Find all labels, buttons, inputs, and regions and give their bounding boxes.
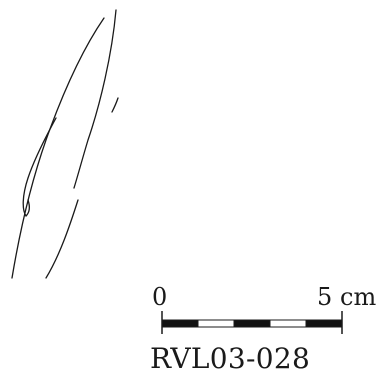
scale-end-label: 5 [317,283,333,311]
artifact-right-edge-lower [45,199,79,279]
artifact-notch [25,199,30,217]
scale-bar-segment-1 [161,319,199,328]
scale-bar-segment-3 [233,319,271,328]
scale-bar [161,311,343,334]
catalog-id-caption: RVL03-028 [150,342,311,375]
artifact-small-tick [111,97,119,113]
artifact-outline [11,9,119,279]
artifact-inner-ridge [22,117,57,217]
scale-start-label: 0 [152,283,168,311]
scale-unit-label: cm [340,283,377,311]
artifact-right-edge-upper [73,9,117,189]
scale-bar-segment-2 [197,319,235,328]
artifact-left-edge [11,17,105,279]
scale-bar-segment-4 [269,319,307,328]
scale-bar-segment-5 [305,319,343,328]
